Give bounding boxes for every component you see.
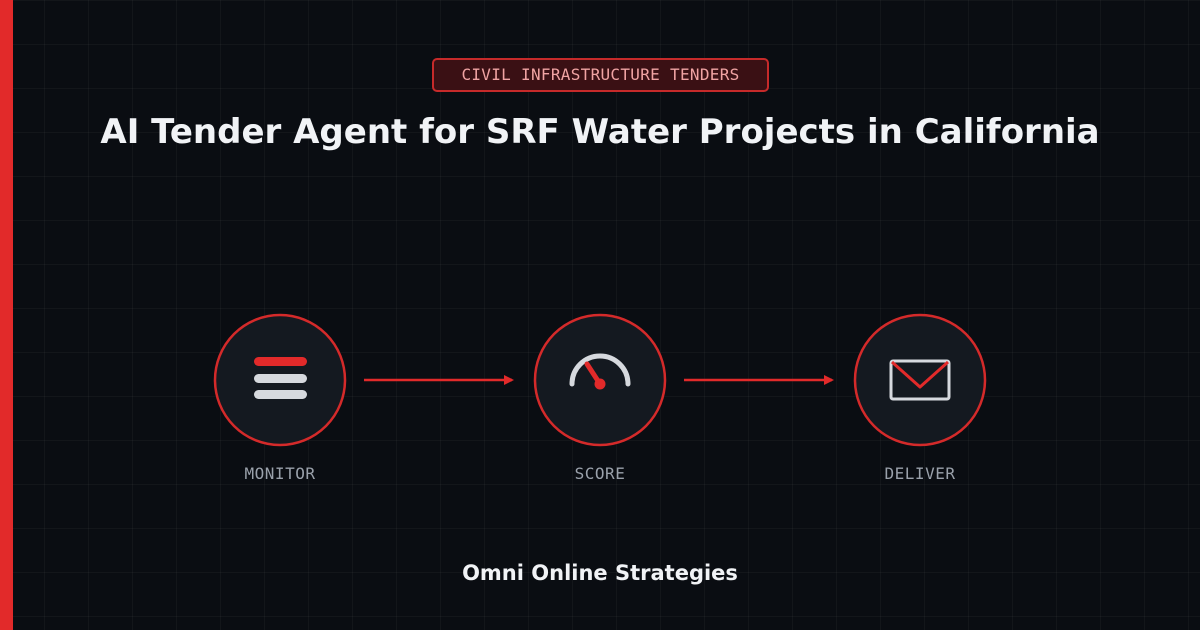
step-label-deliver: DELIVER bbox=[884, 464, 956, 483]
accent-bar bbox=[0, 0, 13, 630]
brand-name: Omni Online Strategies bbox=[462, 561, 738, 585]
step-circle bbox=[853, 313, 987, 447]
step-score bbox=[533, 313, 667, 447]
page-title: AI Tender Agent for SRF Water Projects i… bbox=[100, 112, 1100, 152]
gauge-icon bbox=[569, 353, 631, 390]
step-label-monitor: MONITOR bbox=[244, 464, 316, 483]
step-monitor bbox=[213, 313, 347, 447]
step-label-score: SCORE bbox=[574, 464, 626, 483]
category-badge: CIVIL INFRASTRUCTURE TENDERS bbox=[432, 58, 769, 92]
list-icon bbox=[254, 357, 307, 399]
step-deliver bbox=[853, 313, 987, 447]
envelope-icon bbox=[889, 359, 951, 401]
